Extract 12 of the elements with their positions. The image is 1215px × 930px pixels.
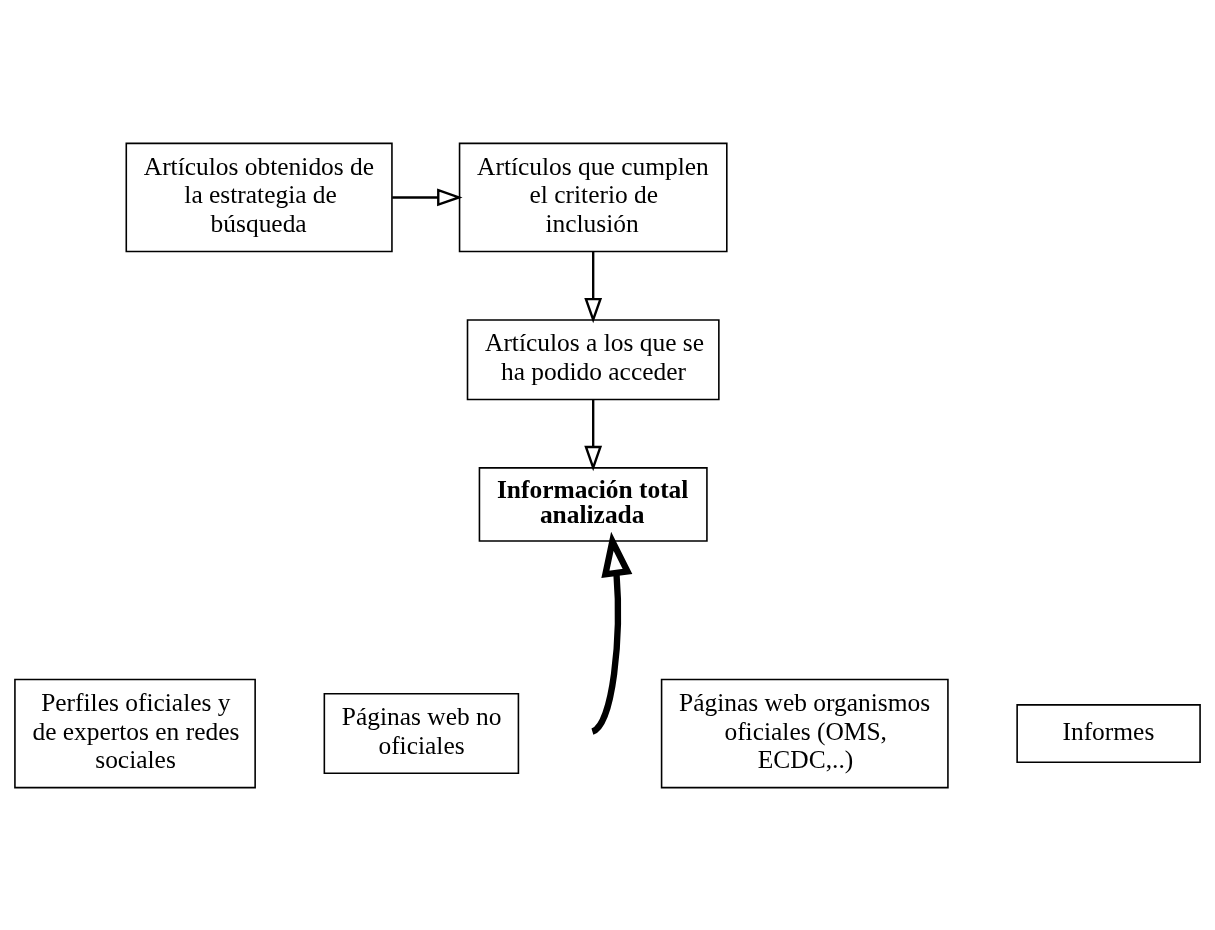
- node-box: Artículos a los que se ha podido acceder: [466, 318, 720, 400]
- node-box: Páginas web no oficiales: [323, 692, 520, 774]
- node-box: Informes: [1016, 703, 1201, 763]
- node-box: Páginas web organismos oficiales (OMS, ECDC,..): [660, 678, 949, 788]
- node-box: Perfiles oficiales y de expertos en redes sociales: [14, 678, 256, 788]
- arrow: [584, 251, 603, 323]
- arrow: [392, 188, 463, 206]
- node-box: Información total analizada: [478, 466, 708, 542]
- node-box: Artículos que cumplen el criterio de inclusión: [458, 142, 728, 252]
- node-box: Artículos obtenidos de la estrategia de búsqueda: [125, 142, 393, 252]
- arrow: [590, 531, 633, 734]
- arrow: [584, 399, 603, 471]
